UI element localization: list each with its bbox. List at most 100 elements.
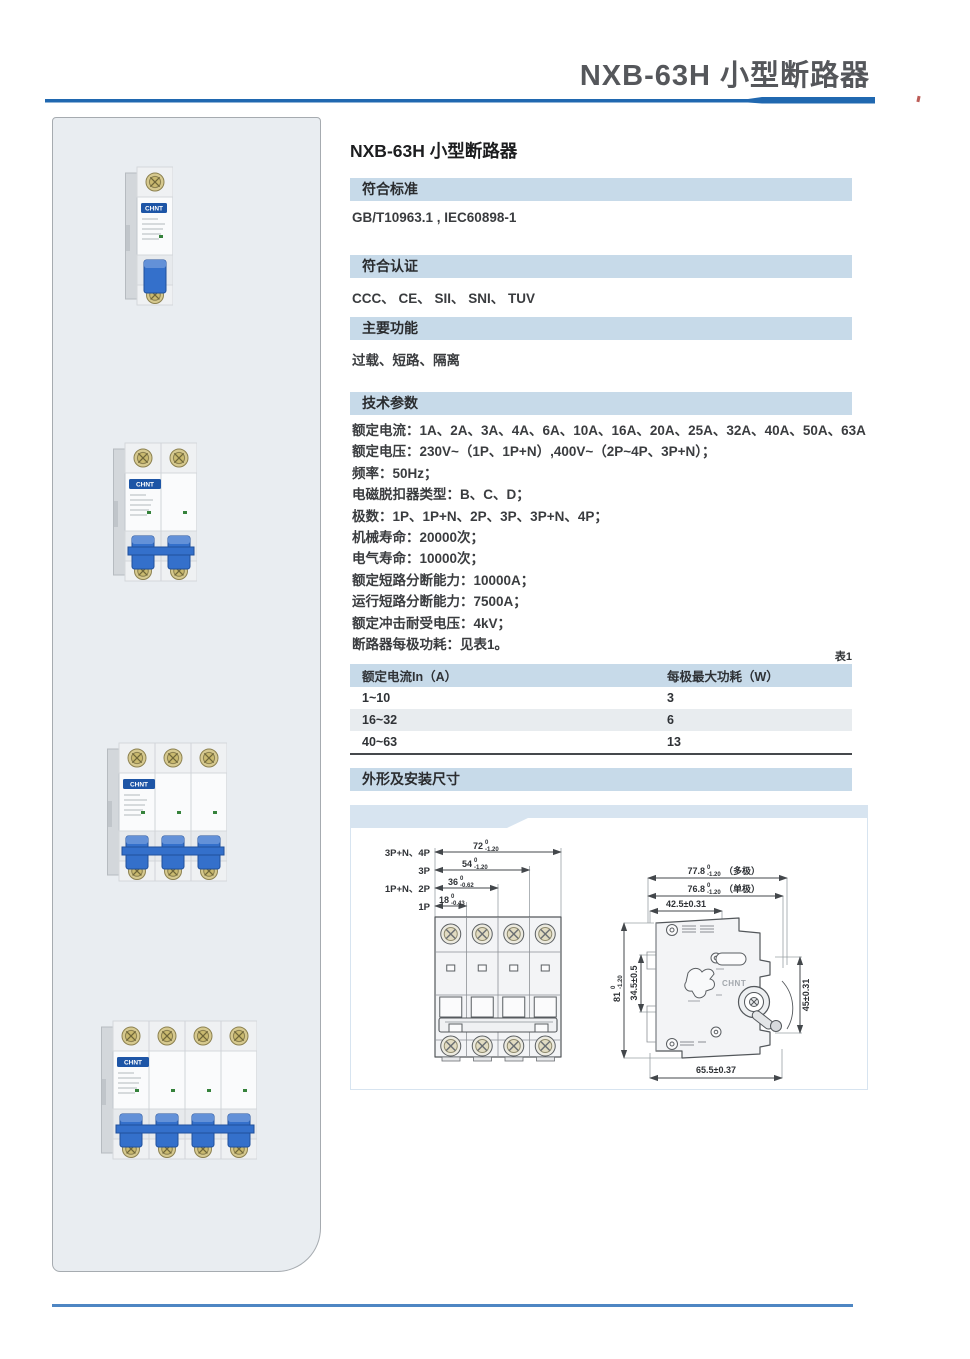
product-photo-4p: CHNT [101,1017,258,1168]
pole-label: 1P+N、2P [385,884,431,895]
screw-icon [440,1035,556,1057]
svg-text:0: 0 [611,985,617,989]
dimension-drawing: 3P+N、4P 3P 1P+N、2P 1P 72 0 -1.20 54 0 -1… [350,805,868,1090]
brand-label [129,479,161,489]
rivet-icon [666,924,722,1050]
dim-54: 54 [462,859,472,869]
dim-54-tol-top: 0 [474,858,478,864]
screw-icon [440,923,556,945]
table-cell: 16~32 [350,709,655,731]
dim-36: 36 [448,877,458,887]
dim-18-tol-bot: -0.43 [451,901,465,907]
table-row: 40~63 13 [350,731,852,755]
brand-logo-text: CHNT [124,1060,142,1067]
dim-45: 45±0.31 [801,979,811,1011]
trip-mechanism-glyph [684,967,715,999]
front-view-drawing: 3P+N、4P 3P 1P+N、2P 1P 72 0 -1.20 54 0 -1… [385,840,562,1062]
section-dims-title: 外形及安装尺寸 [362,771,460,787]
product-gallery-panel: CHNT CHNT CHNT CHNT [52,117,321,1272]
tech-line: 运行短路分断能力：7500A； [352,594,527,609]
dim-65-5: 65.5±0.37 [696,1065,736,1075]
dim-76-8-suffix: （单极） [724,883,760,894]
tech-line: 频率：50Hz； [352,466,438,481]
table-row: 16~32 6 [350,709,852,731]
label-window [446,964,550,972]
section-dims-header: 外形及安装尺寸 [350,768,852,791]
header-rule [45,97,875,104]
table-header-row: 额定电流In（A） 每极最大功耗（W） [350,664,852,687]
table-header-cell: 每极最大功耗（W） [655,664,852,687]
dim-72: 72 [473,841,483,851]
dim-72-tol-top: 0 [485,840,489,846]
dim-77-8-tol-top: 0 [707,865,711,871]
tech-line: 额定电压：230V~（1P、1P+N）,400V~（2P~4P、3P+N）； [352,444,716,459]
product-photo-1p: CHNT [125,163,174,314]
footer-rule [52,1304,853,1307]
tech-line: 机械寿命：20000次； [352,530,485,545]
standards-body: GB/T10963.1 , IEC60898-1 [352,210,517,225]
section-standards-header: 符合标准 [350,178,852,201]
dim-36-tol-bot: -0.62 [460,883,474,889]
section-tech-header: 技术参数 [350,392,852,415]
section-tech-title: 技术参数 [362,395,418,411]
breaker-illustration-2p: CHNT [113,442,198,582]
toggle-bar [438,996,558,1033]
breaker-illustration-1p: CHNT [125,166,174,306]
section-functions-header: 主要功能 [350,317,852,340]
product-photo-2p: CHNT [113,439,198,590]
dim-72-tol-bot: -1.20 [485,847,499,853]
section-certs-title: 符合认证 [362,258,418,274]
brand-label [141,203,167,213]
power-consumption-table: 额定电流In（A） 每极最大功耗（W） 1~10 3 16~32 6 40~63… [350,664,852,755]
tech-line: 额定电流：1A、2A、3A、4A、6A、10A、16A、20A、25A、32A、… [352,423,866,438]
dim-76-8: 76.8 [687,884,705,894]
table-cell: 6 [655,709,852,731]
dim-77-8-tol-bot: -1.20 [707,872,721,878]
svg-text:81: 81 [612,992,622,1002]
pole-label: 3P [418,866,430,877]
dim-18: 18 [439,895,449,905]
certs-body: CCC、 CE、 SII、 SNI、 TUV [352,291,536,306]
dim-54-tol-bot: -1.20 [474,865,488,871]
breaker-illustration-4p: CHNT [101,1020,258,1160]
table-row: 1~10 3 [350,687,852,709]
dim-76-8-tol-bot: -1.20 [707,890,721,896]
table-cell: 13 [655,731,852,755]
tech-line: 极数：1P、1P+N、2P、3P、3P+N、4P； [352,509,608,524]
brand-logo-text: CHNT [136,482,154,489]
dim-18-tol-top: 0 [451,894,455,900]
tech-line: 断路器每极功耗：见表1。 [352,637,509,652]
page-title: NXB-63H 小型断路器 [579,60,870,92]
fine-print-marks [688,968,724,1002]
side-view-drawing: 77.8 0 -1.20 （多极） 76.8 0 -1.20 （单极） 42.5… [611,865,811,1082]
table-cell: 3 [667,691,674,705]
section-functions-title: 主要功能 [362,320,418,336]
dim-76-8-tol-top: 0 [707,883,711,889]
pole-label: 3P+N、4P [385,848,431,859]
dim-81: 81 0 -1.20 [611,975,624,1002]
table-header-cell: 额定电流In（A） [350,664,655,687]
drawing-band [350,805,868,828]
dim-34-5: 34.5±0.5 [629,966,639,1001]
brand-label [117,1057,149,1067]
content-title: NXB-63H 小型断路器 [350,141,518,161]
red-mark [916,95,921,103]
oval-slot [715,952,747,966]
dim-42-5: 42.5±0.31 [666,899,706,909]
pole-label: 1P [418,902,430,913]
toggle-knob [737,980,794,1032]
functions-body: 过载、短路、隔离 [352,353,460,368]
breaker-illustration-3p: CHNT [107,742,228,882]
dim-77-8-suffix: （多极） [724,865,760,876]
brand-logo-text: CHNT [722,979,746,988]
tech-line: 额定冲击耐受电压：4kV； [352,616,512,631]
table-cell: 40~63 [350,731,655,755]
tech-line: 电磁脱扣器类型：B、C、D； [352,487,530,502]
tech-line: 电气寿命：10000次； [352,551,485,566]
table-caption: 表1 [834,651,852,663]
brand-label [123,779,155,789]
vent-slots [680,925,714,1046]
brand-logo-text: CHNT [145,206,163,213]
mount-feet [441,1056,555,1062]
